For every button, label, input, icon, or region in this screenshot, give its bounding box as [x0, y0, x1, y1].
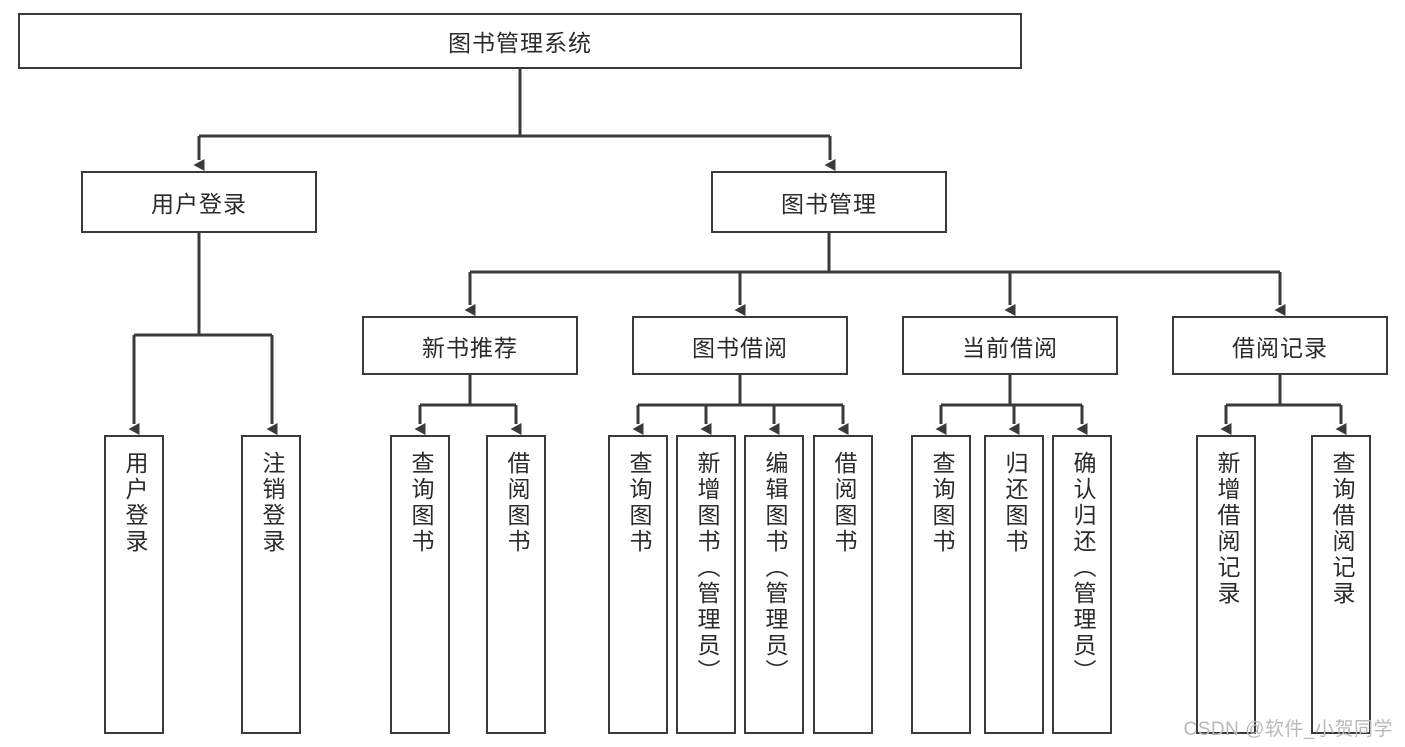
leaf-label: 查询图书: [407, 451, 434, 555]
leaf-query-book-current[interactable]: 查询图书: [911, 435, 971, 734]
leaf-label: 确认归还（管理员）: [1069, 451, 1096, 685]
leaf-return-book[interactable]: 归还图书: [984, 435, 1044, 734]
leaf-label: 借阅图书: [503, 451, 530, 555]
leaf-query-book-recommend[interactable]: 查询图书: [390, 435, 450, 734]
leaf-confirm-return-admin[interactable]: 确认归还（管理员）: [1052, 435, 1112, 734]
leaf-borrow-book-recommend[interactable]: 借阅图书: [486, 435, 546, 734]
leaf-label: 用户登录: [121, 451, 148, 555]
leaf-label: 新增图书（管理员）: [693, 451, 720, 685]
leaf-user-login[interactable]: 用户登录: [104, 435, 164, 734]
node-user-login[interactable]: 用户登录: [81, 171, 317, 233]
leaf-query-borrow-record[interactable]: 查询借阅记录: [1311, 435, 1371, 734]
node-root-system[interactable]: 图书管理系统: [18, 13, 1022, 69]
leaf-label: 归还图书: [1001, 451, 1028, 555]
node-current-borrow[interactable]: 当前借阅: [902, 316, 1118, 375]
leaf-label: 编辑图书（管理员）: [761, 451, 788, 685]
leaf-add-book-admin[interactable]: 新增图书（管理员）: [676, 435, 736, 734]
leaf-add-borrow-record[interactable]: 新增借阅记录: [1196, 435, 1256, 734]
leaf-user-logout[interactable]: 注销登录: [241, 435, 301, 734]
csdn-watermark: CSDN @软件_小贺同学: [1183, 719, 1393, 740]
leaf-query-book-borrow[interactable]: 查询图书: [608, 435, 668, 734]
leaf-label: 新增借阅记录: [1213, 451, 1240, 607]
leaf-label: 借阅图书: [830, 451, 857, 555]
node-borrow-record[interactable]: 借阅记录: [1172, 316, 1388, 375]
leaf-label: 注销登录: [258, 451, 285, 555]
leaf-label: 查询图书: [625, 451, 652, 555]
node-book-borrow[interactable]: 图书借阅: [632, 316, 848, 375]
leaf-borrow-book[interactable]: 借阅图书: [813, 435, 873, 734]
leaf-label: 查询图书: [928, 451, 955, 555]
leaf-edit-book-admin[interactable]: 编辑图书（管理员）: [744, 435, 804, 734]
node-book-manage[interactable]: 图书管理: [711, 171, 947, 233]
leaf-label: 查询借阅记录: [1328, 451, 1355, 607]
node-new-book-recommend[interactable]: 新书推荐: [362, 316, 578, 375]
